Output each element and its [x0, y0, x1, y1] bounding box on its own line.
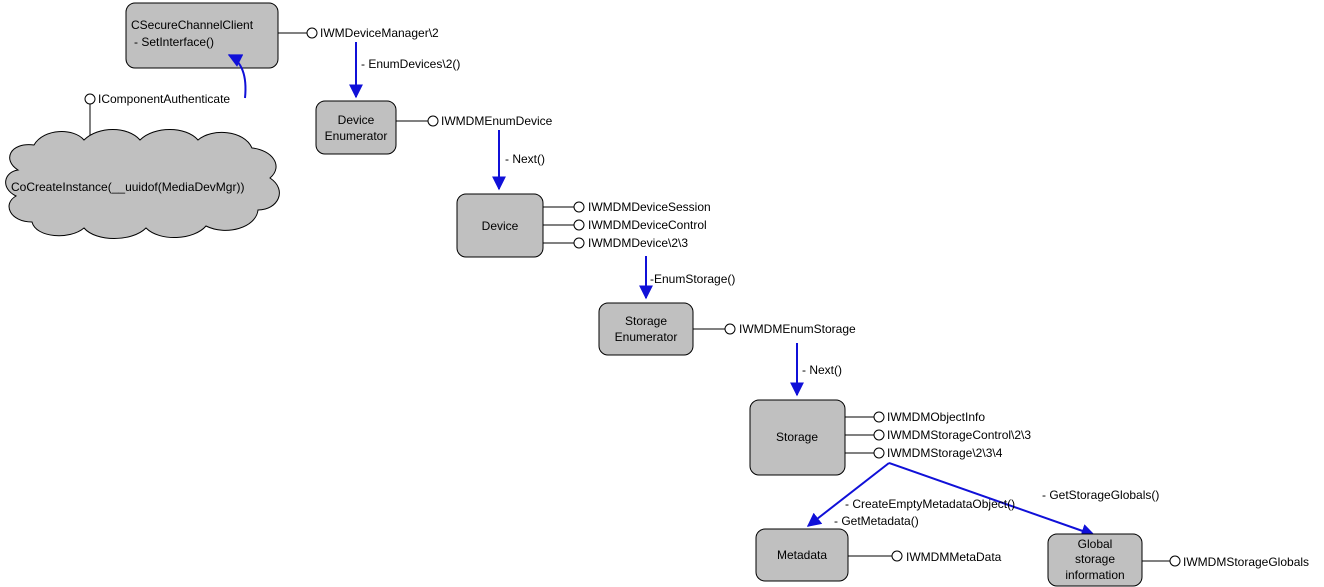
lollipop-iwmdm-storage: IWMDMStorage\2\3\4 — [845, 446, 1003, 460]
lollipop-iwmdm-metadata: IWMDMMetaData — [848, 550, 1002, 564]
secure-channel-client-label: CSecureChannelClient — [131, 18, 254, 32]
iface-iwmdm-storage: IWMDMStorage\2\3\4 — [887, 446, 1003, 460]
cocreate-label: CoCreateInstance(__uuidof(MediaDevMgr)) — [11, 180, 244, 194]
lollipop-iwmdevice-manager: IWMDeviceManager\2 — [278, 26, 439, 40]
iface-iwmdm-enum-storage: IWMDMEnumStorage — [739, 322, 856, 336]
call-enum-storage: -EnumStorage() — [650, 272, 735, 286]
iface-iwmdm-enum-device: IWMDMEnumDevice — [441, 114, 553, 128]
lollipop-iwmdm-object-info: IWMDMObjectInfo — [845, 410, 985, 424]
global-storage-line3: information — [1065, 568, 1124, 582]
storage-enumerator-line2: Enumerator — [615, 330, 678, 344]
iface-iwmdm-device-control: IWMDMDeviceControl — [588, 218, 707, 232]
device-enumerator-line2: Enumerator — [325, 129, 388, 143]
iface-icomponent-authenticate: IComponentAuthenticate — [98, 92, 230, 106]
call-next-device: - Next() — [505, 152, 545, 166]
storage-enumerator-box — [598, 302, 694, 356]
iface-iwmdm-metadata: IWMDMMetaData — [906, 550, 1002, 564]
call-create-empty-metadata: - CreateEmptyMetadataObject() — [845, 497, 1015, 511]
iface-iwmdm-device: IWMDMDevice\2\3 — [588, 236, 688, 250]
metadata-label: Metadata — [777, 548, 827, 562]
device-enumerator-box — [315, 100, 397, 155]
secure-channel-client-method: - SetInterface() — [134, 35, 214, 49]
lollipop-iwmdm-enum-device: IWMDMEnumDevice — [396, 114, 553, 128]
call-get-storage-globals: - GetStorageGlobals() — [1042, 488, 1159, 502]
call-enum-devices: - EnumDevices\2() — [361, 57, 460, 71]
lollipop-iwmdm-storage-globals: IWMDMStorageGlobals — [1142, 555, 1309, 569]
iface-iwmdm-storage-globals: IWMDMStorageGlobals — [1183, 555, 1309, 569]
node-secure-channel-client: CSecureChannelClient - SetInterface() — [125, 2, 279, 69]
call-get-metadata: - GetMetadata() — [834, 514, 919, 528]
secure-channel-client-box — [125, 2, 279, 69]
device-label: Device — [482, 219, 519, 233]
node-device-enumerator: Device Enumerator — [315, 100, 397, 155]
storage-label: Storage — [776, 430, 818, 444]
get-storage-globals-arrow — [888, 462, 1096, 538]
node-metadata: Metadata — [755, 528, 849, 582]
set-interface-arrow — [227, 54, 247, 99]
iface-iwmdm-device-session: IWMDMDeviceSession — [588, 200, 711, 214]
cocreate-cloud-shape — [5, 129, 280, 239]
storage-enumerator-line1: Storage — [625, 314, 667, 328]
global-storage-box — [1047, 533, 1143, 587]
device-enumerator-line1: Device — [338, 113, 375, 127]
node-storage: Storage — [749, 399, 846, 476]
global-storage-line2: storage — [1075, 552, 1115, 566]
lollipop-iwmdm-device: IWMDMDevice\2\3 — [543, 236, 688, 250]
node-cocreate-instance: CoCreateInstance(__uuidof(MediaDevMgr)) — [5, 129, 280, 239]
iface-iwmdm-storage-control: IWMDMStorageControl\2\3 — [887, 428, 1031, 442]
lollipop-iwmdm-device-session: IWMDMDeviceSession — [543, 200, 711, 214]
iface-iwmdm-object-info: IWMDMObjectInfo — [887, 410, 985, 424]
call-next-storage: - Next() — [802, 363, 842, 377]
storage-box — [749, 399, 846, 476]
create-metadata-arrow — [806, 462, 890, 527]
lollipop-iwmdm-device-control: IWMDMDeviceControl — [543, 218, 707, 232]
metadata-box — [755, 528, 849, 582]
node-device: Device — [456, 193, 544, 258]
lollipop-iwmdm-enum-storage: IWMDMEnumStorage — [693, 322, 856, 336]
node-storage-enumerator: Storage Enumerator — [598, 302, 694, 356]
global-storage-line1: Global — [1078, 537, 1113, 551]
node-global-storage-information: Global storage information — [1047, 533, 1143, 587]
iface-iwmdevice-manager: IWMDeviceManager\2 — [320, 26, 439, 40]
lollipop-icomponent-authenticate: IComponentAuthenticate — [84, 92, 230, 140]
lollipop-iwmdm-storage-control: IWMDMStorageControl\2\3 — [845, 428, 1031, 442]
